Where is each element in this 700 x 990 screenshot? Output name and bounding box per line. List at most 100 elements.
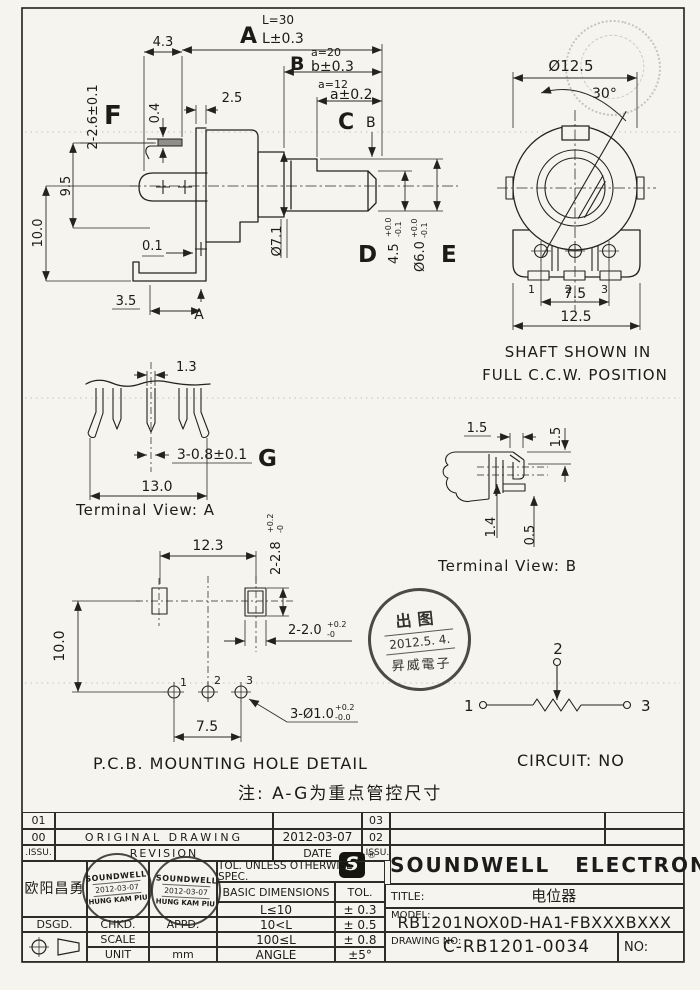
dim-2-2-0-tol-u: +0.2 xyxy=(327,620,346,629)
title-row: TITLE: 电位器 xyxy=(385,884,684,908)
tol-row-val: ± 0.3 xyxy=(335,902,385,917)
dim-12-3: 12.3 xyxy=(192,538,223,554)
dim-E-tol-lower: -0.1 xyxy=(420,222,429,238)
pcb-pin-3: 3 xyxy=(246,674,253,687)
rev-row2-issu: 00 xyxy=(22,829,55,845)
circuit-pin-2: 2 xyxy=(553,640,563,658)
rev-row2-date-r xyxy=(605,829,684,845)
no-cell: NO: xyxy=(618,932,684,962)
dim-7-5-pcb: 7.5 xyxy=(196,719,218,735)
scale-value xyxy=(149,932,217,947)
projection-symbol xyxy=(22,932,87,962)
dim-D-tol-lower: -0.1 xyxy=(394,221,403,237)
registered-mark: ® xyxy=(367,851,377,861)
stamp-date: 2012-03-07 xyxy=(161,883,211,900)
control-dims-note: 注: A-G为重点管控尺寸 xyxy=(238,784,443,804)
dim-D-value: 4.5 xyxy=(387,243,402,264)
company-brand: S® SOUNDWELL ELECTRONIC xyxy=(339,845,700,884)
dim-1-3: 1.3 xyxy=(176,360,197,375)
front-view: 30° Ø12.5 1 2 3 7.5 12.5 SHAFT SHOWN IN … xyxy=(482,57,668,384)
tol-row-val: ± 0.8 xyxy=(335,932,385,947)
dim-12-5-front: 12.5 xyxy=(560,309,591,325)
model-row: MODEL: RB1201NOX0D-HA1-FBXXXBXXX xyxy=(385,908,684,932)
dim-2-2-8-tol-u: +0.2 xyxy=(266,514,275,533)
dim-B-label: B xyxy=(290,53,304,75)
tol-row-dim: L≤10 xyxy=(217,902,335,917)
rev-header-issu: .ISSU. xyxy=(22,845,55,861)
circuit-pin-1: 1 xyxy=(464,697,474,715)
dim-E-tol-upper: +0.0 xyxy=(410,219,419,238)
dim-A-eq: L=30 xyxy=(262,13,294,27)
rev-row1-date-r xyxy=(605,812,684,829)
rev-row1-desc-r xyxy=(390,812,605,829)
drawing-no-label: DRAWING NO: xyxy=(391,936,462,947)
dim-2-2-8-tol-l: -0 xyxy=(276,525,285,533)
pcb-pin-1: 1 xyxy=(180,676,187,689)
tol-header: TOL. UNLESS OTHERWISE SPEC. xyxy=(217,861,385,882)
rev-header-desc: REVISION xyxy=(55,845,273,861)
soundwell-logo-icon: S xyxy=(339,851,366,878)
dim-7-5-front: 7.5 xyxy=(564,286,586,302)
release-stamp-company: 昇威電子 xyxy=(391,656,453,675)
stamp-name: HUNG KAM PIU xyxy=(155,897,216,909)
rev-row2-date: 2012-03-07 xyxy=(273,829,362,845)
pcb-caption: P.C.B. MOUNTING HOLE DETAIL xyxy=(93,754,368,773)
dim-3-dia-1-0: 3-Ø1.0 xyxy=(290,707,334,722)
dim-holes-tol-l: -0.0 xyxy=(335,713,351,722)
dim-10-0: 10.0 xyxy=(31,219,46,248)
unit-label: UNIT xyxy=(87,947,149,962)
dim-0-4: 0.4 xyxy=(148,103,163,124)
designer-name: 欧阳昌勇 xyxy=(22,861,87,917)
tol-row-dim: 10<L xyxy=(217,917,335,932)
dim-E-value: Ø6.0 xyxy=(413,241,428,272)
dim-2-2-0-tol-l: -0 xyxy=(327,630,335,639)
dim-A-label: A xyxy=(240,24,257,49)
dim-C-label: C xyxy=(338,110,354,135)
dim-2-5: 2.5 xyxy=(222,91,243,106)
front-pin-3: 3 xyxy=(601,283,608,296)
dim-B-tol: b±0.3 xyxy=(311,59,354,75)
terminal-view-b: 1.5 1.5 1.4 0.5 Terminal View: B xyxy=(437,421,576,575)
circuit-caption: CIRCUIT: NO xyxy=(517,751,625,770)
dim-1-5-top: 1.5 xyxy=(467,421,488,436)
terminal-view-a: 1.3 3-0.8±0.1 G 13.0 Terminal View: A xyxy=(75,360,277,519)
dim-E-label: E xyxy=(441,242,457,268)
tol-row-dim: ANGLE xyxy=(217,947,335,962)
dim-dia-12-5: Ø12.5 xyxy=(548,57,593,75)
dim-1-4: 1.4 xyxy=(484,517,499,538)
title-value: 电位器 xyxy=(531,886,577,905)
release-stamp-date: 2012.5. 4. xyxy=(384,628,456,656)
front-pin-2: 2 xyxy=(565,283,572,296)
dim-D-label: D xyxy=(358,242,377,268)
dim-D-tol-upper: +0.0 xyxy=(384,218,393,237)
model-label: MODEL: xyxy=(391,910,431,921)
scale-label: SCALE xyxy=(87,932,149,947)
dim-3-5: 3.5 xyxy=(116,294,137,309)
dim-F-label: F xyxy=(104,101,122,131)
rev-row2-desc: ORIGINAL DRAWING xyxy=(55,829,273,845)
tol-row-val: ±5° xyxy=(335,947,385,962)
title-label: TITLE: xyxy=(391,889,425,903)
circuit-diagram: 1 3 2 CIRCUIT: NO xyxy=(464,640,651,770)
sheet-border xyxy=(21,7,685,963)
appd-label: APPD. xyxy=(149,917,217,932)
circuit-pin-3: 3 xyxy=(641,697,651,715)
chkd-sign-cell xyxy=(87,861,149,917)
front-caption-2: FULL C.C.W. POSITION xyxy=(482,366,668,384)
dim-4-3: 4.3 xyxy=(153,35,174,50)
dim-A-tol: L±0.3 xyxy=(262,31,304,47)
dim-0-5: 0.5 xyxy=(523,525,538,546)
dim-C-tol: a±0.2 xyxy=(330,87,373,103)
chkd-label: CHKD. xyxy=(87,917,149,932)
dim-G-label: G xyxy=(258,446,277,472)
drawing-no-value: C-RB1201-0034 xyxy=(442,936,591,957)
dim-2-2-0: 2-2.0 xyxy=(288,623,322,638)
pcb-detail: 12.3 2-2.8 +0.2 -0 2-2.0 +0.2 -0 10.0 1 … xyxy=(52,514,368,773)
rev-row1-date xyxy=(273,812,362,829)
dim-30deg: 30° xyxy=(592,86,617,102)
model-value: RB1201NOX0D-HA1-FBXXXBXXX xyxy=(397,913,672,932)
tol-row-dim: 100≤L xyxy=(217,932,335,947)
terminal-a-caption: Terminal View: A xyxy=(75,501,215,519)
